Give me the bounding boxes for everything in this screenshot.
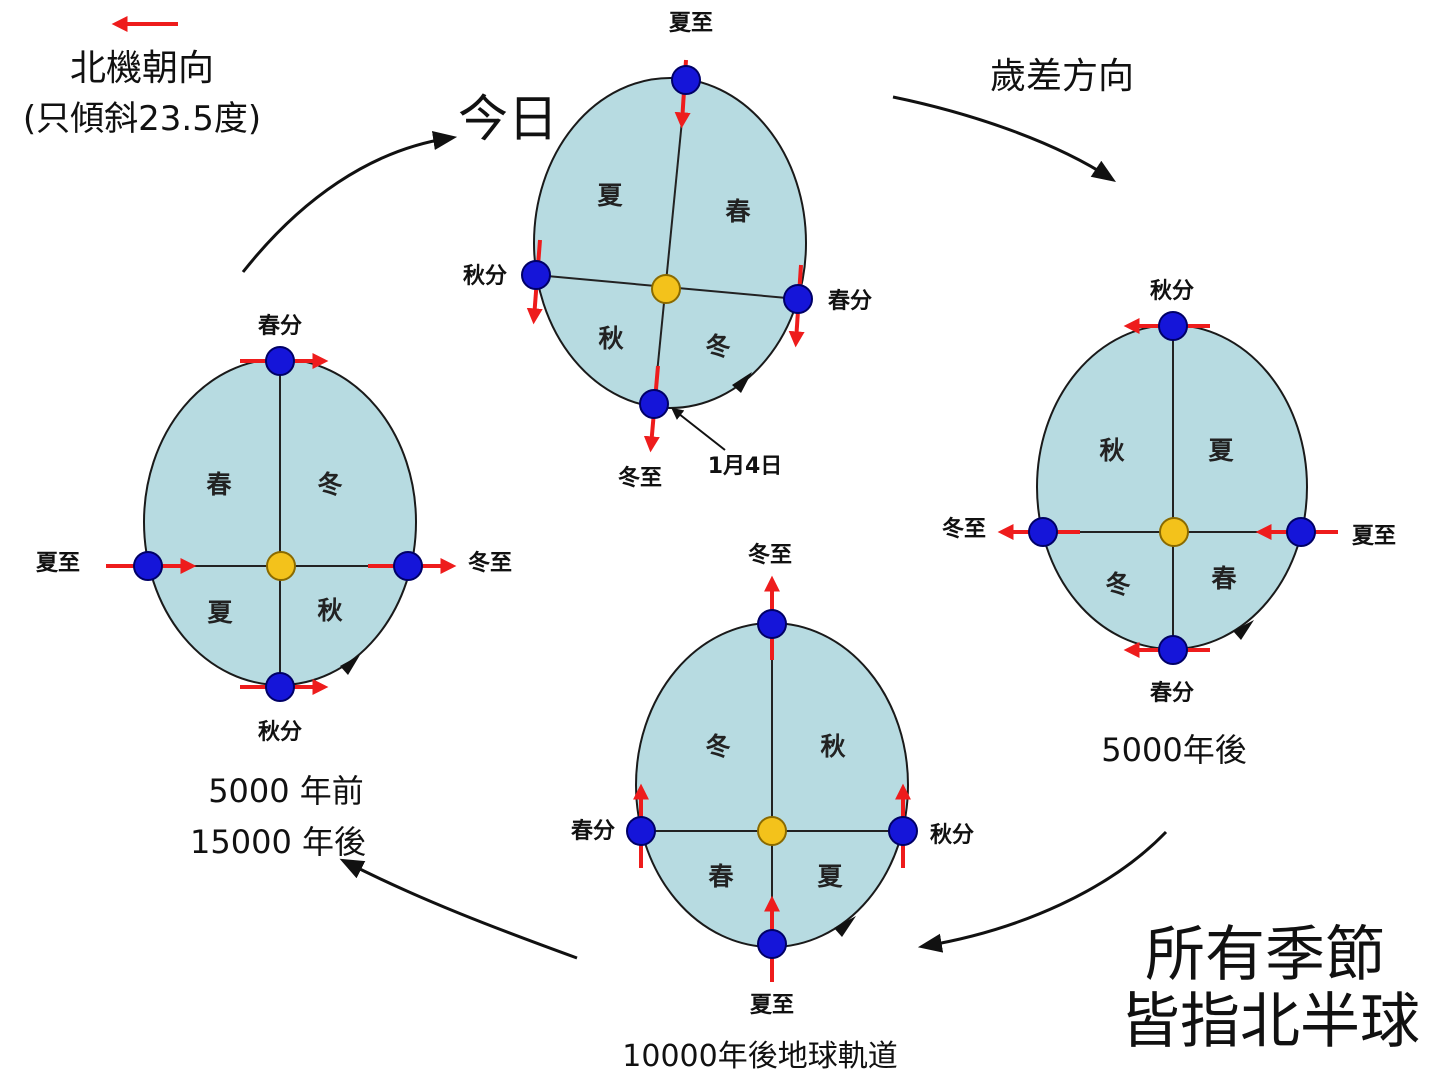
precession-direction-label: 歲差方向 bbox=[990, 56, 1134, 97]
orbit-plus10000-event-bottom: 夏至 bbox=[750, 993, 794, 1018]
orbit-plus10000-sun bbox=[757, 816, 787, 846]
orbit-plus10000-season-lower-right: 夏 bbox=[817, 862, 843, 891]
orbit-plus10000-season-upper-right: 秋 bbox=[820, 732, 846, 761]
orbit-plus5000-planet-top bbox=[1158, 311, 1188, 341]
orbit-today-season-upper-left: 夏 bbox=[597, 181, 623, 210]
orbit-plus5000-event-left: 冬至 bbox=[942, 516, 986, 542]
orbit-plus5000-season-lower-left: 冬 bbox=[1105, 570, 1130, 599]
orbit-plus10000-planet-left bbox=[626, 816, 656, 846]
orbit-today-axis-vertical bbox=[653, 79, 687, 405]
orbit-today-season-lower-left: 秋 bbox=[598, 324, 624, 353]
orbit-plus5000-event-right: 夏至 bbox=[1352, 524, 1396, 549]
flow-arrow-minus5000-to-today bbox=[241, 131, 458, 273]
orbit-plus5000-season-lower-right: 春 bbox=[1211, 564, 1236, 593]
orbit-today-event-right: 春分 bbox=[828, 289, 872, 314]
orbit-plus10000-planet-top bbox=[757, 609, 787, 639]
orbit-today-planet-top bbox=[671, 65, 701, 95]
orbit-plus10000: 冬 秋 春 夏 冬至 春分 秋分 夏至 10000年後地球軌道 bbox=[571, 542, 974, 1074]
orbit-today-sun bbox=[651, 274, 681, 304]
orbit-plus5000-sun bbox=[1159, 517, 1189, 547]
orbit-plus5000-season-upper-right: 夏 bbox=[1208, 436, 1234, 465]
orbit-minus5000-season-upper-left: 春 bbox=[206, 470, 231, 499]
orbit-plus10000-planet-bottom bbox=[757, 929, 787, 959]
orbit-today-event-top: 夏至 bbox=[669, 11, 713, 36]
orbit-today-planet-right bbox=[783, 284, 813, 314]
orbit-plus5000-caption: 5000年後 bbox=[1101, 731, 1246, 769]
orbit-plus10000-season-upper-left: 冬 bbox=[705, 732, 730, 761]
orbit-plus5000-event-bottom: 春分 bbox=[1150, 681, 1194, 706]
orbit-plus10000-caption: 10000年後地球軌道 bbox=[622, 1039, 897, 1074]
orbit-today-planet-bottom bbox=[639, 389, 669, 419]
orbit-today-season-lower-right: 冬 bbox=[705, 332, 730, 361]
orbit-minus5000-event-top: 春分 bbox=[258, 314, 302, 339]
orbit-minus5000-planet-right bbox=[393, 551, 423, 581]
orbit-plus5000-planet-bottom bbox=[1158, 635, 1188, 665]
orbit-minus5000-caption-line-2: 15000 年後 bbox=[190, 823, 366, 861]
orbit-plus5000-direction-arrow bbox=[1233, 620, 1254, 640]
orbit-minus5000-caption-line-1: 5000 年前 bbox=[208, 772, 364, 810]
orbit-plus5000-season-upper-left: 秋 bbox=[1099, 436, 1125, 465]
orbit-today-season-upper-right: 春 bbox=[725, 197, 750, 226]
legend: 北機朝向 (只傾斜23.5度) bbox=[23, 16, 261, 139]
orbit-plus10000-event-left: 春分 bbox=[571, 819, 615, 844]
legend-title: 北機朝向 bbox=[70, 48, 214, 89]
flow-arrow-today-to-plus5000 bbox=[892, 95, 1117, 182]
orbit-minus5000-season-upper-right: 冬 bbox=[317, 470, 342, 499]
orbit-today-perihelion-pointer bbox=[671, 407, 726, 451]
orbit-plus10000-season-lower-left: 春 bbox=[708, 862, 733, 891]
orbit-plus10000-direction-arrow bbox=[834, 916, 856, 937]
orbit-plus5000-planet-left bbox=[1028, 517, 1058, 547]
orbit-plus10000-event-right: 秋分 bbox=[930, 823, 974, 848]
orbit-today-planet-left bbox=[521, 260, 551, 290]
flow-arrow-plus5000-to-plus10000 bbox=[917, 830, 1168, 953]
orbit-minus5000-season-lower-right: 秋 bbox=[317, 596, 343, 625]
flow-arrow-plus10000-to-minus5000 bbox=[339, 858, 578, 960]
note-line-2: 皆指北半球 bbox=[1120, 987, 1420, 1057]
orbit-today-event-left: 秋分 bbox=[463, 264, 507, 289]
orbit-plus10000-event-top: 冬至 bbox=[748, 542, 792, 568]
orbit-plus5000-event-top: 秋分 bbox=[1150, 279, 1194, 304]
orbit-minus5000-event-bottom: 秋分 bbox=[258, 720, 302, 745]
orbit-today-event-bottom: 冬至 bbox=[618, 465, 662, 491]
orbit-minus5000-direction-arrow bbox=[340, 655, 360, 675]
orbit-minus5000-planet-left bbox=[133, 551, 163, 581]
orbit-minus5000-planet-bottom bbox=[265, 672, 295, 702]
orbit-today-direction-arrow bbox=[732, 372, 752, 393]
orbit-plus10000-planet-right bbox=[888, 816, 918, 846]
legend-subtitle: (只傾斜23.5度) bbox=[23, 99, 261, 139]
orbit-today: 1月4日 夏 春 秋 冬 夏至 秋分 春分 冬至 bbox=[463, 11, 872, 491]
orbit-minus5000-sun bbox=[266, 551, 296, 581]
orbit-plus5000-planet-right bbox=[1286, 517, 1316, 547]
orbit-minus5000-event-left: 夏至 bbox=[36, 551, 80, 576]
today-label: 今日 bbox=[458, 90, 558, 148]
orbit-minus5000-planet-top bbox=[265, 346, 295, 376]
orbit-plus5000: 秋 夏 冬 春 秋分 冬至 夏至 春分 5000年後 bbox=[942, 279, 1396, 769]
note-line-1: 所有季節 bbox=[1145, 920, 1385, 990]
orbit-minus5000-event-right: 冬至 bbox=[468, 550, 512, 576]
orbit-minus5000: 春 冬 夏 秋 春分 夏至 冬至 秋分 5000 年前 15000 年後 bbox=[36, 314, 512, 861]
orbit-today-perihelion-label: 1月4日 bbox=[708, 454, 783, 479]
orbit-minus5000-season-lower-left: 夏 bbox=[207, 598, 233, 627]
